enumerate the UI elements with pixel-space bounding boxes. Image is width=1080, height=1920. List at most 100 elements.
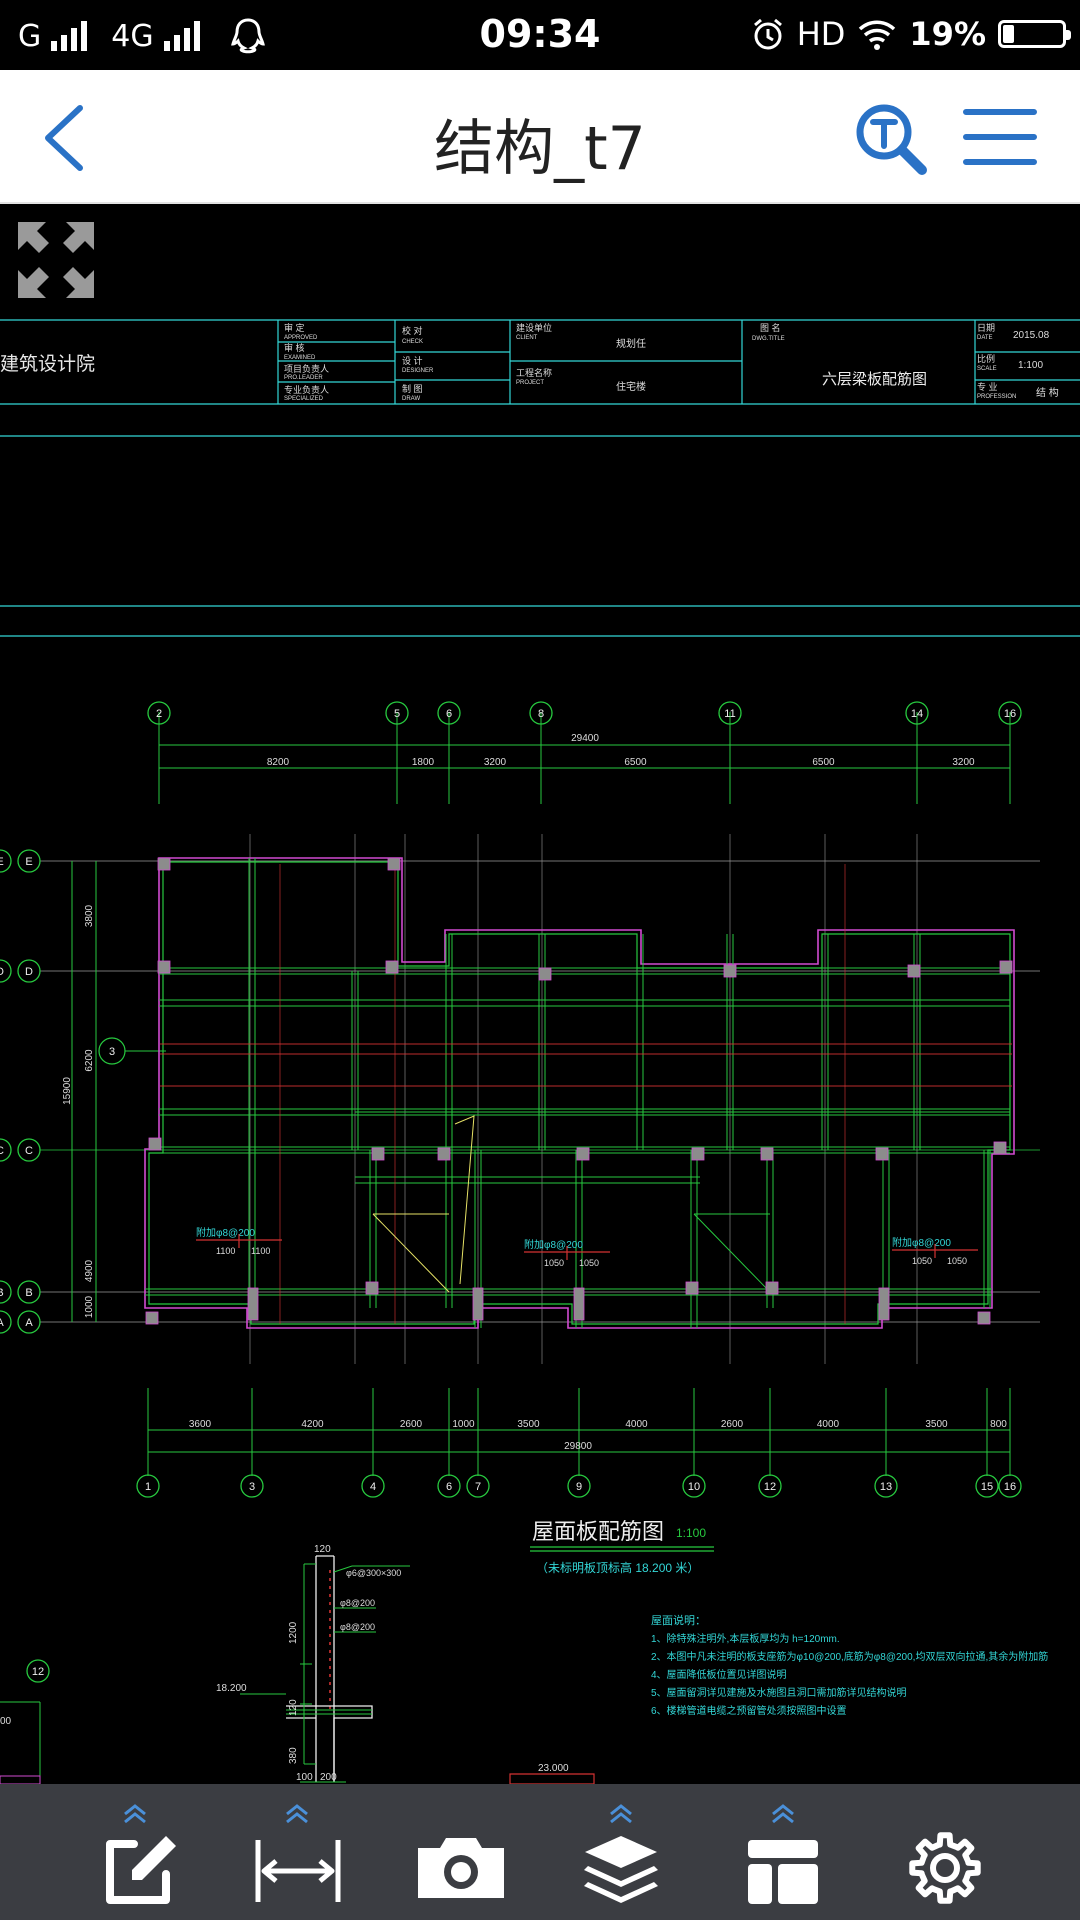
- row-dim-2: 4900: [84, 1259, 95, 1282]
- tb-design-en: DESIGNER: [402, 368, 434, 374]
- text-search-button[interactable]: [852, 100, 932, 180]
- tb-profession-cn: 专 业: [977, 381, 998, 392]
- institute-name: 建筑设计院: [0, 353, 95, 375]
- text-search-icon: [856, 104, 927, 175]
- camera-tool-button[interactable]: [404, 1796, 514, 1916]
- section-detail: [240, 1555, 410, 1783]
- settings-icon: [909, 1832, 981, 1904]
- tb-date-value: 2015.08: [1013, 330, 1050, 341]
- plan-caption: 屋面板配筋图 1:100 （未标明板顶标高 18.200 米）: [530, 1519, 714, 1575]
- measure-tool-button[interactable]: [242, 1796, 352, 1916]
- fullscreen-button[interactable]: [14, 218, 98, 302]
- bottom-dim-2: 2600: [400, 1419, 423, 1430]
- tb-approved-en: APPROVED: [284, 335, 318, 341]
- row-dim-1: 6200: [84, 1049, 95, 1072]
- axis-label-bottom-10: 10: [688, 1481, 700, 1493]
- tb-proleader-cn: 项目负责人: [284, 363, 329, 374]
- axis-bubble-row-A: [17, 1310, 41, 1334]
- rebar-label-3: 附加φ8@200: [892, 1236, 951, 1249]
- axis-bubble-row-E: [17, 849, 41, 873]
- roof-notes: 屋面说明：1、除特殊注明外,本层板厚均为 h=120mm.2、本图中凡未注明的板…: [651, 1613, 1048, 1717]
- column: [538, 967, 552, 981]
- tb-specialty-cn: 专业负责人: [284, 384, 329, 395]
- menu-button[interactable]: [962, 104, 1038, 170]
- notes-title: 屋面说明：: [651, 1613, 706, 1627]
- tb-draw-cn: 制 图: [402, 383, 423, 394]
- section-dim-wall: 1200: [288, 1621, 299, 1644]
- status-bar: G 4G 09:34 HD 19%: [0, 0, 1080, 70]
- axis-bubble-top-6: [437, 701, 461, 725]
- section-dim-bottom-2: 200: [320, 1772, 337, 1783]
- edit-tool-button[interactable]: [80, 1796, 190, 1916]
- column: [148, 1137, 162, 1151]
- svg-text:D: D: [0, 966, 4, 978]
- row-dim-0: 3800: [84, 904, 95, 927]
- axis-label-bottom-12: 12: [764, 1481, 776, 1493]
- axis-label-row-B: B: [25, 1287, 32, 1299]
- section-rebar-2: φ8@200: [340, 1598, 375, 1608]
- column: [685, 1281, 699, 1295]
- tb-dwg-title-cn: 图 名: [760, 322, 781, 333]
- wifi-icon: [859, 20, 896, 50]
- bottom-dim-8: 3500: [925, 1419, 948, 1430]
- axis-bubble-top-11: [718, 701, 742, 725]
- axis-label-bottom-6: 6: [446, 1481, 452, 1493]
- column: [691, 1147, 705, 1161]
- axis-label-row-E: E: [25, 856, 32, 868]
- top-dim-2: 3200: [484, 757, 507, 768]
- hd-label: HD: [796, 15, 846, 53]
- svg-text:E: E: [0, 856, 4, 868]
- settings-tool-button[interactable]: [890, 1796, 1000, 1916]
- layout-tool-button[interactable]: [728, 1796, 838, 1916]
- column: [472, 1287, 484, 1321]
- axis-label-top-6: 6: [446, 708, 452, 720]
- back-button[interactable]: [34, 100, 104, 176]
- section-rebar-3: φ8@200: [340, 1622, 375, 1632]
- tb-project-cn: 工程名称: [516, 367, 552, 378]
- column: [878, 1287, 890, 1321]
- axis-label-bottom-9: 9: [576, 1481, 582, 1493]
- axis-bubble-row-B: [17, 1280, 41, 1304]
- axis-bubble-bottom-10: [682, 1474, 706, 1498]
- expand-up-icon: [286, 1804, 308, 1824]
- column: [723, 964, 737, 978]
- section-dim-slab: 120: [288, 1699, 299, 1716]
- top-dim-0: 8200: [267, 757, 290, 768]
- tb-examined-cn: 审 核: [284, 342, 305, 353]
- rebar-dims-2-left: 1050: [544, 1258, 564, 1268]
- system-indicators: HD 19%: [751, 14, 1071, 54]
- column: [760, 1147, 774, 1161]
- bottom-dim-9: 800: [990, 1419, 1007, 1430]
- layers-tool-button[interactable]: [566, 1796, 676, 1916]
- signal-indicators: G 4G: [18, 16, 268, 56]
- tb-client-en: CLIENT: [516, 335, 538, 341]
- section-dim-bottom-1: 100: [296, 1772, 313, 1783]
- note-line-1: 2、本图中凡未注明的板支座筋为φ10@200,底筋为φ8@200,均双层双向拉通…: [651, 1650, 1048, 1663]
- tb-scale-value: 1:100: [1018, 360, 1043, 371]
- axis-label-top-16: 16: [1004, 708, 1016, 720]
- tb-examined-en: EXAMINED: [284, 355, 316, 361]
- axis-bubble-bottom-6: [437, 1474, 461, 1498]
- axis-bubble-top-5: [385, 701, 409, 725]
- axis-bubble-bottom-12: [758, 1474, 782, 1498]
- tb-approved-cn: 审 定: [284, 322, 305, 333]
- column: [371, 1147, 385, 1161]
- cad-drawing-viewport[interactable]: 建筑设计院 审 定 APPROVED 审 核 EXAMINED 项目负责人 PR…: [0, 204, 1080, 1784]
- signal-1-icon: [51, 21, 88, 51]
- title-bar: 结构_t7: [0, 70, 1080, 204]
- axis-label-bottom-7: 7: [475, 1481, 481, 1493]
- tb-check-en: CHECK: [402, 339, 423, 345]
- tb-scale-cn: 比例: [977, 353, 995, 364]
- axis-label-row-C: C: [25, 1145, 33, 1157]
- svg-text:A: A: [0, 1317, 4, 1329]
- column: [157, 857, 171, 871]
- rebar-dims-1-right: 1100: [251, 1246, 270, 1256]
- axis-bubble-bottom-15: [975, 1474, 999, 1498]
- column: [145, 1311, 159, 1325]
- tb-client-cn: 建设单位: [516, 322, 552, 333]
- section-rebar-1: φ6@300×300: [346, 1568, 401, 1578]
- axis-label-row-A: A: [25, 1317, 33, 1329]
- expand-up-icon: [610, 1804, 632, 1824]
- row-dim-3: 1000: [84, 1295, 95, 1318]
- page-title: 结构_t7: [434, 114, 646, 184]
